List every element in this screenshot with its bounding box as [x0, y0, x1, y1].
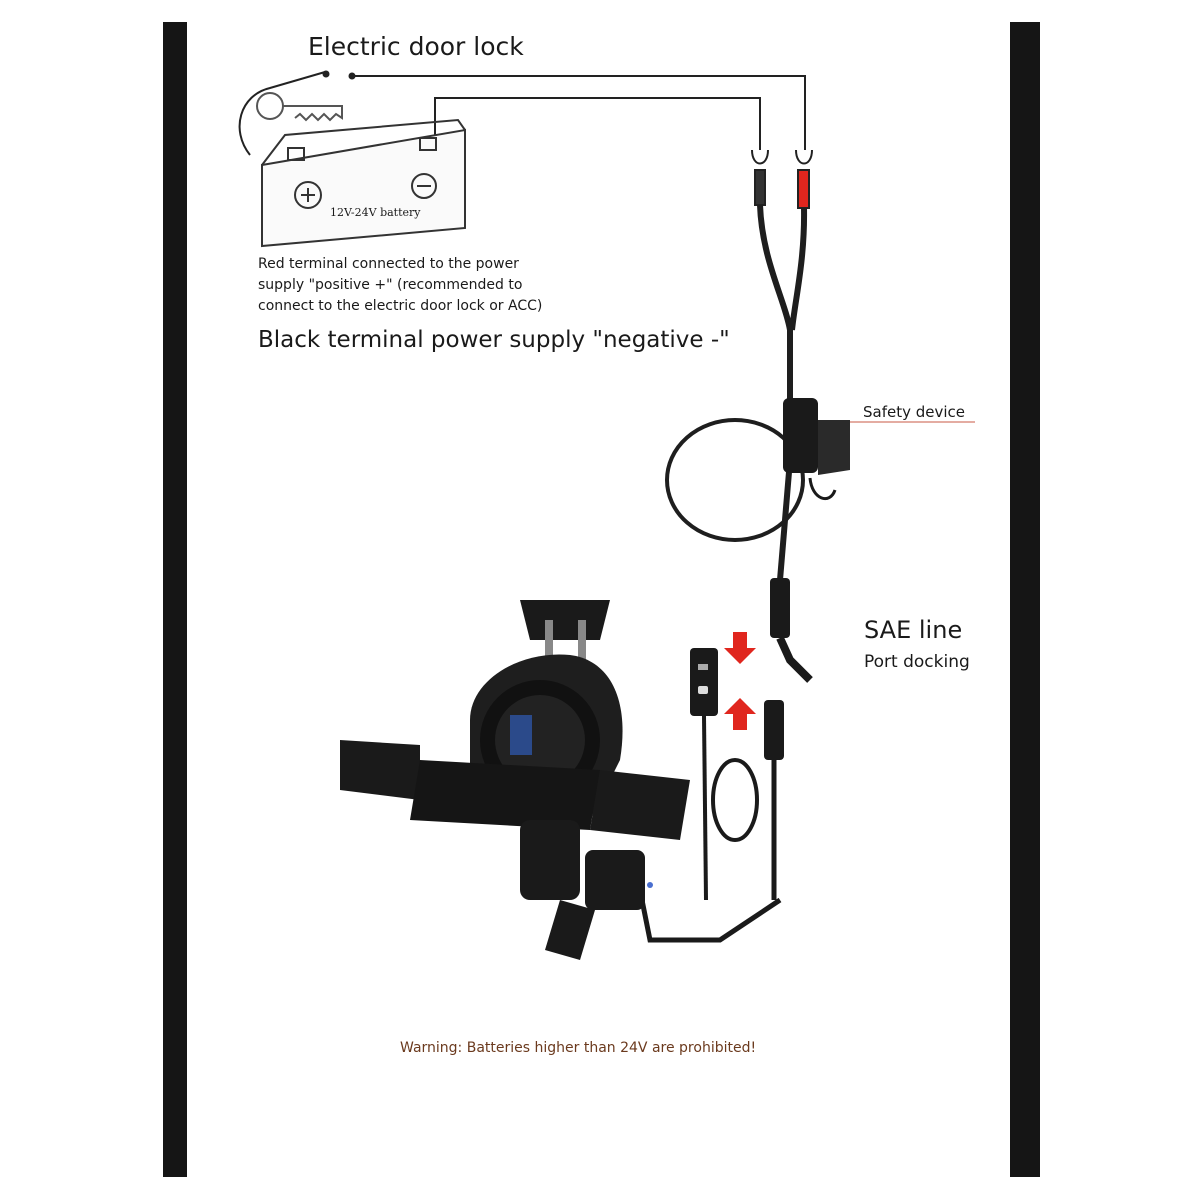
warning-text: Warning: Batteries higher than 24V are p…: [400, 1040, 757, 1056]
switch-contact: [322, 70, 330, 78]
wiring: [238, 71, 806, 156]
sae-connector: [764, 578, 813, 900]
phone-mount-icon: [340, 600, 782, 960]
red-terminal-note: Red terminal connected to the power supp…: [258, 256, 543, 314]
power-cable: [665, 204, 808, 581]
frame-right-bar: [1010, 22, 1040, 1177]
arrow-up-icon: [724, 698, 756, 730]
port-docking-label: Port docking: [864, 652, 970, 672]
battery-label: 12V-24V battery: [330, 206, 421, 219]
switch-module: [690, 648, 759, 901]
black-terminal: [751, 149, 769, 206]
black-terminal-note: Black terminal power supply "negative -": [258, 327, 730, 353]
title-electric-door-lock: Electric door lock: [308, 32, 524, 61]
safety-device-label: Safety device: [863, 403, 966, 421]
arrow-down-icon: [724, 632, 756, 664]
sae-line-label: SAE line: [864, 616, 963, 644]
battery-icon: [261, 118, 466, 248]
frame-left-bar: [163, 22, 187, 1177]
switch-contact: [348, 72, 356, 80]
safety-device: [783, 398, 975, 501]
key-icon: [256, 92, 343, 122]
red-terminal: [795, 149, 813, 209]
